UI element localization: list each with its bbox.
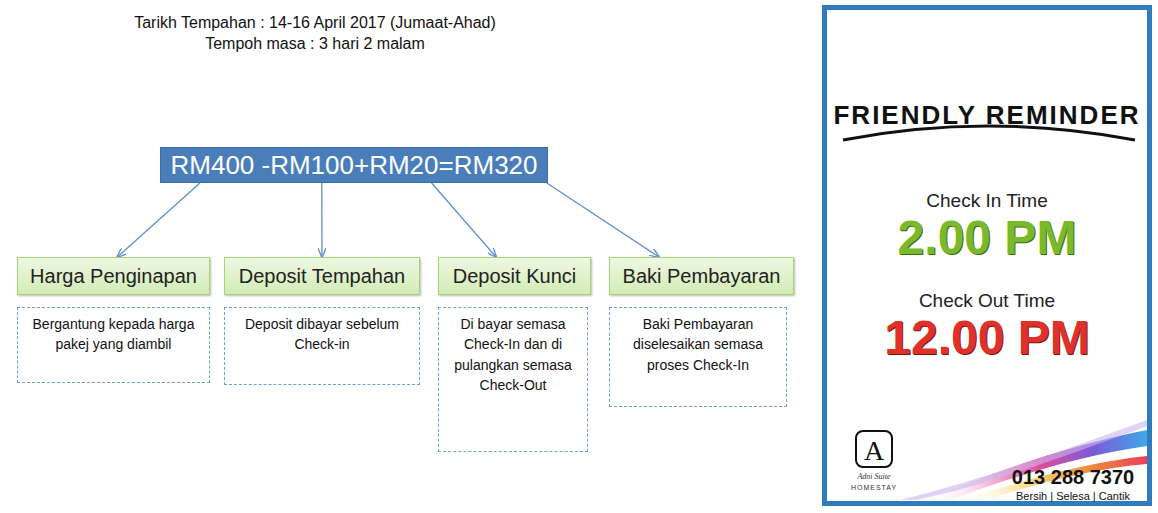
box-text: Baki Pembayaran [623, 265, 781, 288]
time-caption: Check Out Time [827, 290, 1147, 312]
arrow-connector [547, 183, 659, 257]
logo-name: Adni Suite [843, 472, 905, 481]
panel-title: FRIENDLY REMINDER [827, 100, 1147, 131]
heading-box: Deposit Kunci [438, 257, 591, 295]
swoosh [900, 420, 1147, 500]
box-text: RM400 -RM100+RM20=RM320 [170, 150, 537, 181]
time-value: 2.00 PM [827, 210, 1147, 265]
box-text: Deposit Kunci [453, 265, 576, 288]
time-value: 12.00 PM [827, 310, 1147, 365]
note-box: Baki Pembayaran diselesaikan semasa pros… [609, 307, 787, 407]
formula-box: RM400 -RM100+RM20=RM320 [160, 147, 548, 183]
heading-box: Baki Pembayaran [609, 257, 794, 295]
note-box: Bergantung kepada harga pakej yang diamb… [17, 307, 210, 383]
logo-sub: HOMESTAY [843, 484, 905, 491]
arrow-connector [117, 183, 200, 257]
box-text: Deposit dibayar sebelum Check-in [235, 314, 409, 355]
reminder-panel: FRIENDLY REMINDER Check In Time2.00 PM Che… [822, 5, 1152, 506]
date-note: Tempoh masa : 3 hari 2 malam [110, 35, 520, 53]
slogan: Bersih | Selesa | Cantik [999, 490, 1147, 502]
box-text: Deposit Tempahan [239, 265, 405, 288]
time-caption: Check In Time [827, 190, 1147, 212]
note-box: Deposit dibayar sebelum Check-in [224, 307, 420, 385]
box-text: Di bayar semasa Check-In dan di pulangka… [449, 314, 577, 395]
logo-letter: A [855, 430, 893, 468]
box-text: Bergantung kepada harga pakej yang diamb… [28, 314, 199, 355]
box-text: Baki Pembayaran diselesaikan semasa pros… [620, 314, 776, 375]
logo: AAdni SuiteHOMESTAY [855, 430, 917, 506]
box-text: Harga Penginapan [30, 265, 197, 288]
note-box: Di bayar semasa Check-In dan di pulangka… [438, 307, 588, 452]
heading-box: Deposit Tempahan [224, 257, 420, 295]
heading-box: Harga Penginapan [17, 257, 210, 295]
phone-number: 013 288 7370 [999, 466, 1147, 489]
arrow-connector [432, 183, 497, 257]
arrow-connector [321, 183, 323, 257]
date-note: Tarikh Tempahan : 14-16 April 2017 (Juma… [110, 14, 520, 32]
